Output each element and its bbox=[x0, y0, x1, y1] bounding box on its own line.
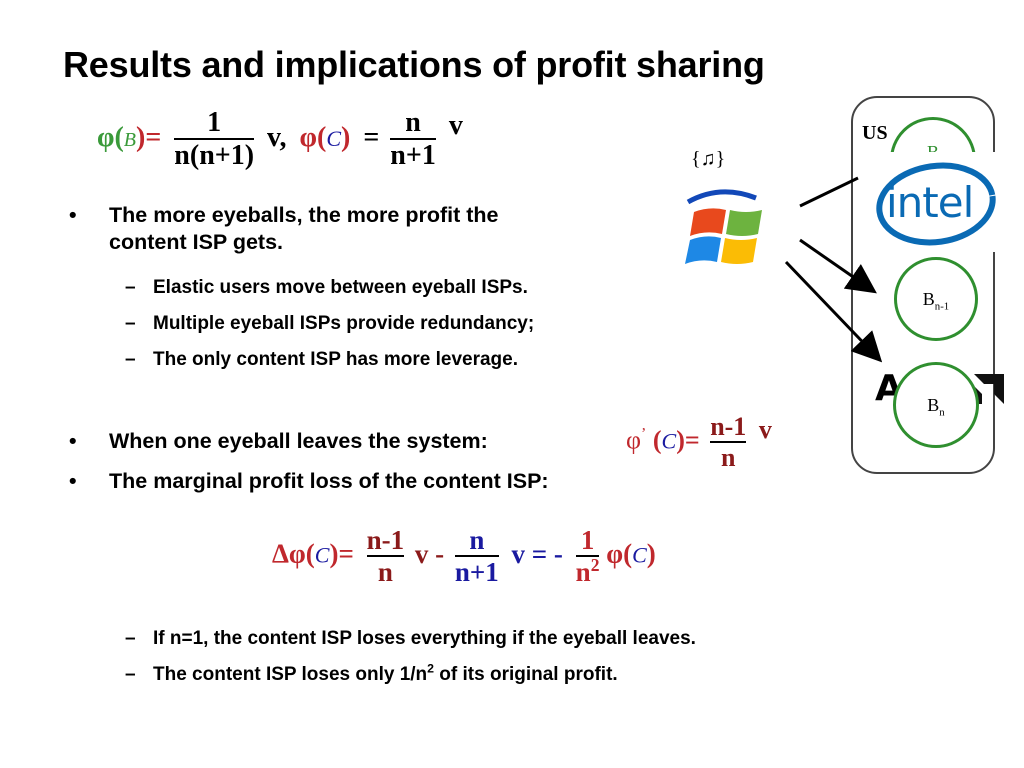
fraction-denominator: n bbox=[721, 443, 736, 473]
fraction-denominator: n(n+1) bbox=[174, 140, 255, 172]
fraction-numerator: 1 bbox=[580, 525, 595, 555]
subbullet-leverage: –The only content ISP has more leverage. bbox=[125, 349, 518, 370]
bullet-more-eyeballs: • The more eyeballs, the more profit the… bbox=[69, 202, 499, 256]
bullet-text: The marginal profit loss of the content … bbox=[109, 469, 549, 493]
phi-end-close: ) bbox=[646, 538, 656, 569]
subbullet-text: The only content ISP has more leverage. bbox=[153, 349, 518, 370]
node-b-n-minus-1: Bn-1 bbox=[894, 257, 978, 341]
v-equals-minus: v = - bbox=[511, 538, 563, 569]
fraction-numerator: n-1 bbox=[366, 525, 405, 555]
fraction-numerator: n bbox=[405, 107, 421, 138]
fraction-n-over-n-plus-1: n n+1 bbox=[454, 525, 499, 588]
phi-b-close: )= bbox=[136, 121, 162, 153]
b-symbol: B bbox=[123, 128, 137, 151]
prime-mark: ’ bbox=[641, 425, 647, 443]
connection-arrows bbox=[784, 176, 883, 363]
subbullet-text-pre: The content ISP loses only 1/n bbox=[153, 664, 428, 685]
fraction-denominator: n bbox=[377, 557, 393, 588]
fraction-denominator: n+1 bbox=[390, 140, 436, 172]
intel-logo-ring bbox=[876, 162, 996, 246]
fraction-numerator: n bbox=[469, 525, 485, 555]
windows-logo-icon bbox=[685, 189, 762, 264]
subbullet-loses-fraction: –The content ISP loses only 1/n2 of its … bbox=[125, 661, 618, 685]
formula-delta-phi: Δφ(C)= n-1 n v - n n+1 v = - 1 n2 φ(C) bbox=[272, 526, 656, 587]
subbullet-text: Multiple eyeball ISPs provide redundancy… bbox=[153, 313, 535, 334]
open-paren: ( bbox=[652, 425, 662, 455]
bullet-eyeball-leaves: •When one eyeball leaves the system: bbox=[69, 429, 488, 453]
subbullet-elastic-users: –Elastic users move between eyeball ISPs… bbox=[125, 277, 528, 298]
intel-logo-text: intel bbox=[886, 178, 974, 227]
subbullet-text: Elastic users move between eyeball ISPs. bbox=[153, 277, 528, 298]
subbullet-text: If n=1, the content ISP loses everything… bbox=[153, 628, 696, 649]
node-label: Bn bbox=[927, 394, 945, 419]
formula-shapley-values: φ(B)= 1 n(n+1) v, φ(C) = n n+1 v bbox=[97, 108, 463, 171]
fraction-numerator: 1 bbox=[207, 107, 222, 138]
slide-title: Results and implications of profit shari… bbox=[63, 44, 765, 85]
close-eq: )= bbox=[676, 425, 700, 455]
close-eq: )= bbox=[329, 538, 354, 569]
c-symbol: C bbox=[326, 125, 341, 151]
fraction-n-minus-1-over-n: n-1 n bbox=[366, 525, 405, 588]
bullet-text-line1: The more eyeballs, the more profit the bbox=[109, 203, 499, 227]
fraction-n-minus-1-over-n: n-1 n bbox=[710, 412, 747, 473]
bullet-dot: • bbox=[69, 203, 77, 227]
den-n: n bbox=[575, 557, 591, 588]
bullet-marginal-loss: •The marginal profit loss of the content… bbox=[69, 469, 549, 493]
delta-phi-open: Δφ( bbox=[272, 538, 315, 569]
fraction-denominator: n2 bbox=[575, 555, 600, 588]
c-symbol: C bbox=[661, 428, 677, 454]
v-symbol: v bbox=[758, 415, 772, 445]
subbullet-text-post: of its original profit. bbox=[434, 664, 618, 685]
subbullet-redundancy: –Multiple eyeball ISPs provide redundanc… bbox=[125, 313, 535, 334]
phi-end-open: φ( bbox=[606, 538, 633, 569]
v-comma: v, bbox=[267, 121, 287, 153]
subbullet-exponent: 2 bbox=[427, 661, 435, 676]
c-symbol-end: C bbox=[632, 542, 647, 568]
fraction-n-over-n-plus-1: n n+1 bbox=[390, 108, 436, 171]
equals: = bbox=[363, 121, 380, 153]
c-symbol: C bbox=[314, 542, 330, 568]
bullet-text: When one eyeball leaves the system: bbox=[109, 429, 488, 453]
node-label: Bn-1 bbox=[922, 288, 950, 313]
v-symbol: v bbox=[448, 109, 463, 141]
bullet-text-line2: content ISP gets. bbox=[109, 230, 284, 255]
phi-b-open: φ( bbox=[97, 121, 124, 153]
fraction-1-over-n-n-plus-1: 1 n(n+1) bbox=[174, 107, 255, 172]
fraction-1-over-n-squared: 1 n2 bbox=[575, 525, 600, 588]
music-label: {♫} bbox=[691, 148, 726, 170]
v-minus: v - bbox=[414, 538, 445, 569]
node-b-n: Bn bbox=[893, 362, 979, 448]
fraction-denominator: n+1 bbox=[454, 557, 499, 588]
phi-c-open: φ( bbox=[299, 121, 327, 153]
fraction-numerator: n-1 bbox=[710, 412, 747, 441]
formula-phi-prime: φ’ (C)= n-1 n v bbox=[626, 413, 772, 472]
subbullet-n-equals-1: –If n=1, the content ISP loses everythin… bbox=[125, 628, 696, 649]
phi-c-close: ) bbox=[341, 121, 351, 153]
phi-prime: φ bbox=[626, 425, 642, 455]
den-exponent: 2 bbox=[590, 555, 600, 576]
us-label: US bbox=[862, 122, 888, 144]
